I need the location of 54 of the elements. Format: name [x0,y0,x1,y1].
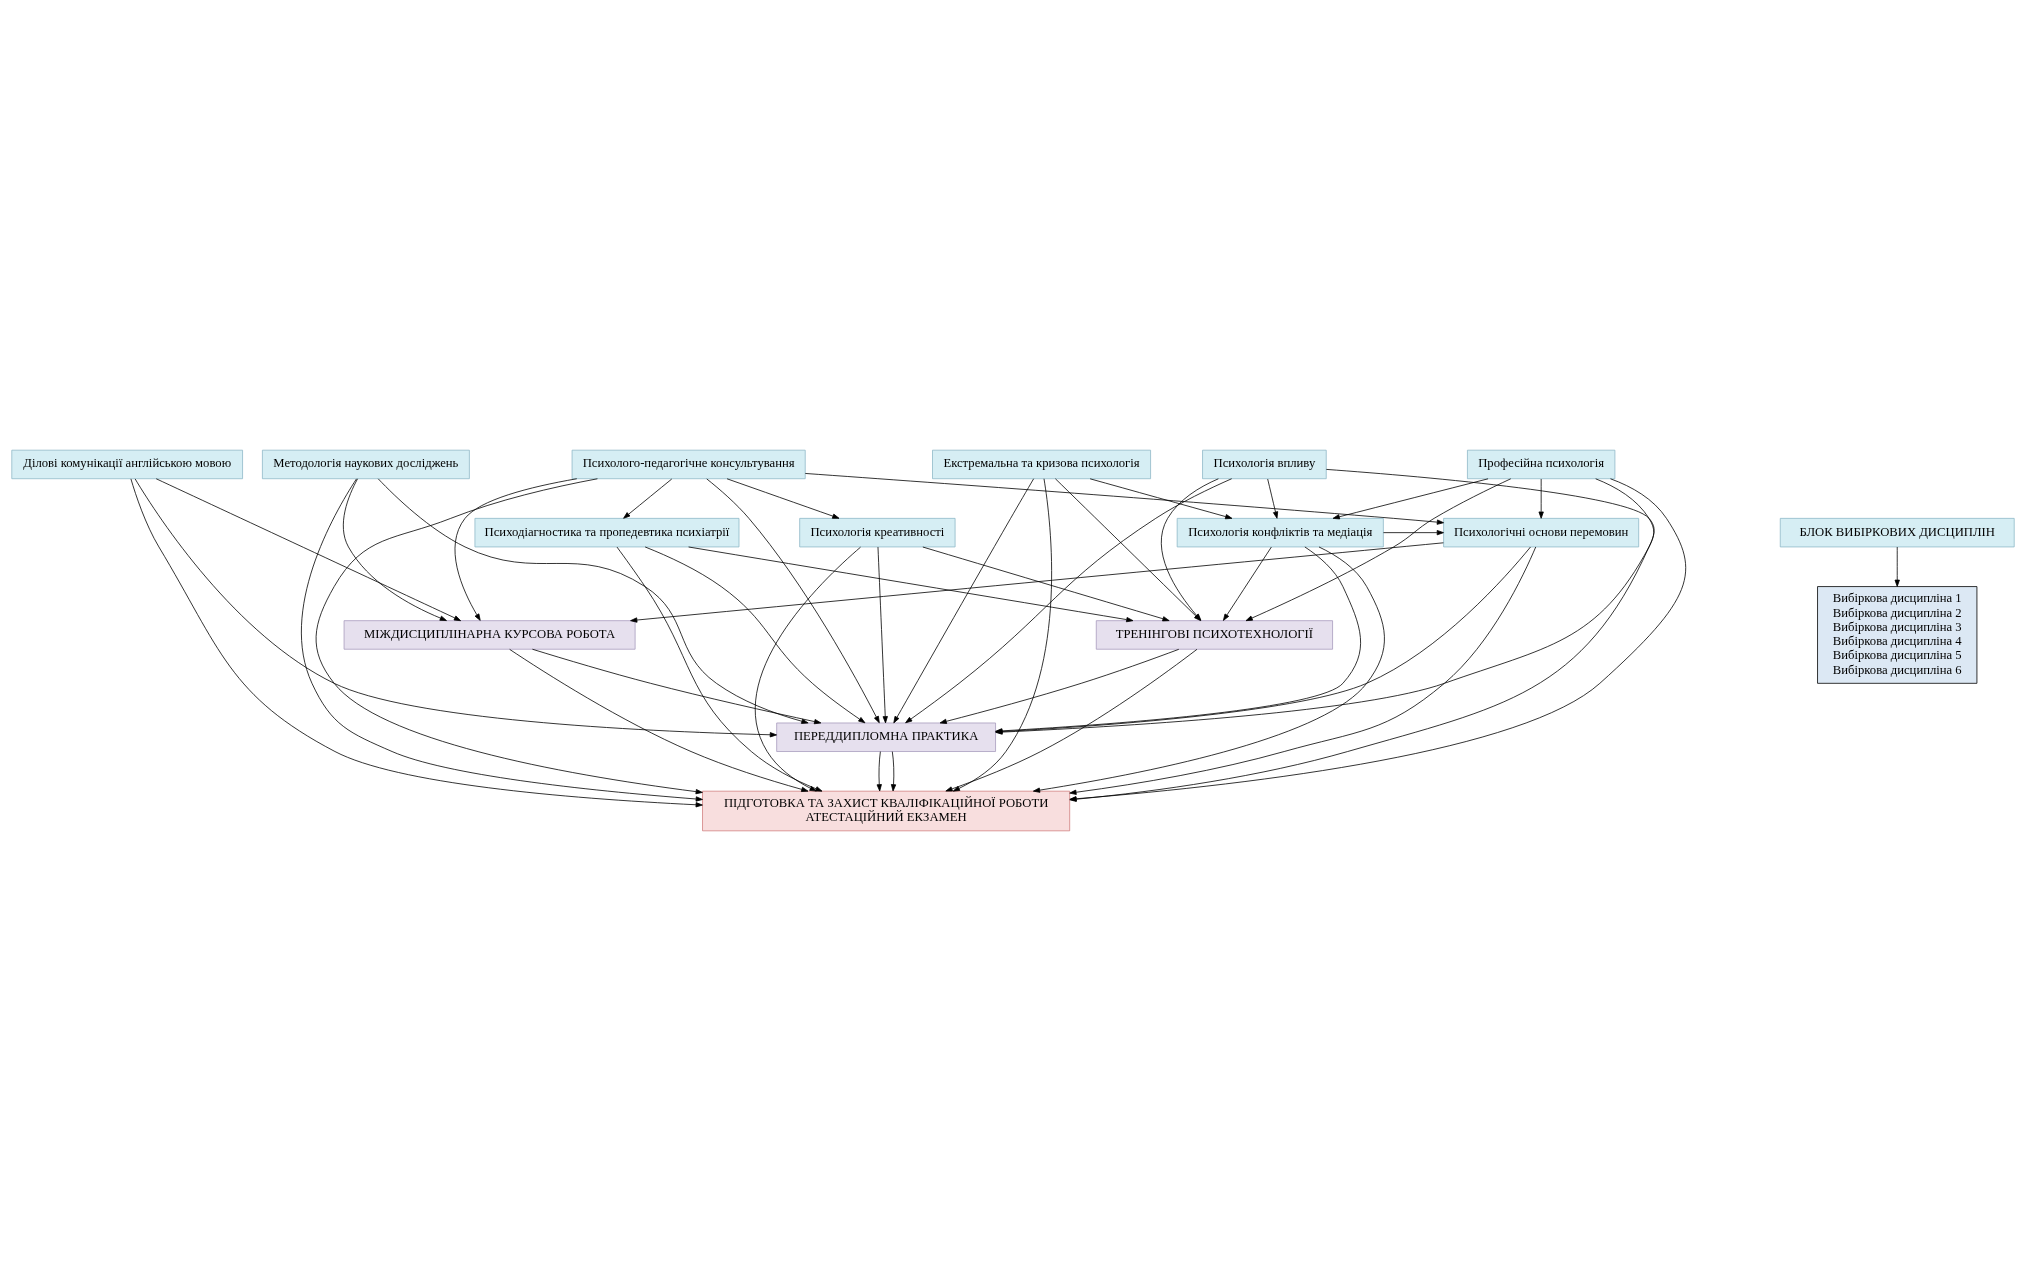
arrow [509,648,809,792]
arrow [623,478,673,519]
arrow [876,750,882,791]
node-box: Психологія креативності [799,517,956,547]
node-box: БЛОК ВИБІРКОВИХ ДИСЦИПЛІН [1779,517,2015,547]
node-box: Психологія впливу [1202,449,1327,479]
arrow [905,477,1233,723]
arrow [877,546,888,723]
node-box: Психодіагностика та пропедевтика психіатрії [474,517,740,547]
node-box: Психологія конфліктів та медіація [1176,517,1384,547]
node-box: Ділові комунікації англійською мовою [11,449,243,479]
arrow [1069,546,1537,795]
node-box: Психолого-педагогічне консультування [571,449,806,479]
arrow [130,478,703,807]
arrow [644,546,866,723]
arrow [893,477,1035,723]
node-box: Психологічні основи перемовин [1443,517,1640,547]
arrow [155,477,462,621]
node-box: Методологія наукових досліджень [262,449,470,479]
arrow [1032,546,1385,793]
arrow [1245,477,1512,621]
arrow [939,648,1180,724]
arrow [890,750,897,791]
node-box: ТРЕНІНГОВІ ПСИХОТЕХНОЛОГІЇ [1095,619,1333,650]
arrow [1160,477,1219,621]
node-box: МІЖДИСЦИПЛІНАРНА КУРСОВА РОБОТА [343,619,636,650]
node-box: ПЕРЕДДИПЛОМНА ПРАКТИКА [776,722,996,752]
arrow [1383,529,1444,535]
arrow [952,477,1053,792]
arrow [804,472,1444,525]
arrow [688,546,1134,622]
arrow [630,541,1444,623]
arrow [454,477,578,621]
arrow [1055,477,1201,621]
arrow [706,478,880,723]
arrow [1538,478,1544,519]
arrow [945,648,1198,791]
arrow [377,477,809,724]
node-box: ПІДГОТОВКА ТА ЗАХИСТ КВАЛІФІКАЦІЙНОЇ РОБОТИ АТЕСТАЦІЙНИЙ ЕКЗАМЕН [702,790,1071,831]
arrow [1894,546,1900,587]
node-box: Професійна психологія [1467,449,1616,479]
arrow [726,477,840,519]
arrow [1332,477,1489,519]
arrow [922,546,1170,621]
arrow [1223,546,1272,621]
arrow [1267,478,1279,519]
node-box: Екстремальна та кризова психологія [932,449,1151,479]
node-box: Вибіркова дисципліна 1 Вибіркова дисципліна 2 Вибіркова дисципліна 3 Вибіркова дисципліна 4 Вибіркова дисципліна 5 Вибіркова дисципліна 6 [1817,585,1978,684]
arrow [754,546,861,791]
arrow [616,546,823,792]
arrow [342,477,447,621]
arrow [134,478,777,737]
arrow [1089,477,1233,519]
arrow [532,648,822,724]
